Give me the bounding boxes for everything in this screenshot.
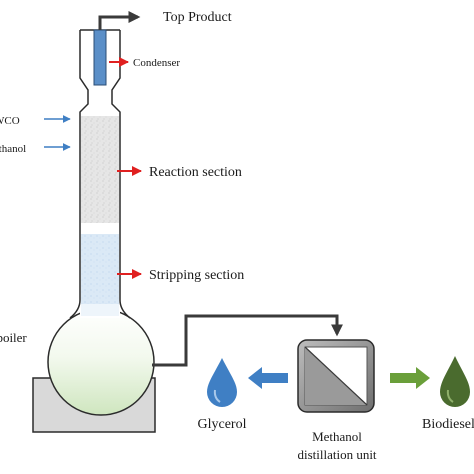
condenser-label: Condenser bbox=[133, 57, 180, 69]
reaction-section-packing bbox=[81, 116, 119, 223]
biodiesel-label: Biodiesel bbox=[422, 417, 474, 432]
stripping-section-packing bbox=[81, 234, 119, 304]
distillation-column bbox=[69, 30, 131, 319]
condenser bbox=[93, 29, 107, 86]
distillation-unit-label-line1: Methanol bbox=[312, 429, 362, 444]
stripping-section-label: Stripping section bbox=[149, 268, 244, 283]
glycerol-flow-arrow bbox=[248, 367, 288, 389]
glycerol-label: Glycerol bbox=[198, 417, 247, 432]
water-drop-icon bbox=[207, 358, 237, 407]
reboiler-flask bbox=[47, 308, 155, 416]
biodiesel-flow-arrow bbox=[390, 367, 430, 389]
reaction-section-label: Reaction section bbox=[149, 165, 242, 180]
bottoms-transfer-line bbox=[152, 314, 343, 367]
top-product-line bbox=[98, 11, 141, 30]
separator-unit-icon bbox=[297, 339, 375, 413]
wco-label: WCO bbox=[0, 115, 20, 127]
distillation-unit-label-line2: distillation unit bbox=[297, 447, 376, 462]
reboiler-label: Reboiler bbox=[0, 330, 27, 345]
top-product-label: Top Product bbox=[163, 10, 232, 25]
methanol-feed-label: Methanol bbox=[0, 143, 26, 155]
oil-drop-icon bbox=[440, 356, 470, 407]
